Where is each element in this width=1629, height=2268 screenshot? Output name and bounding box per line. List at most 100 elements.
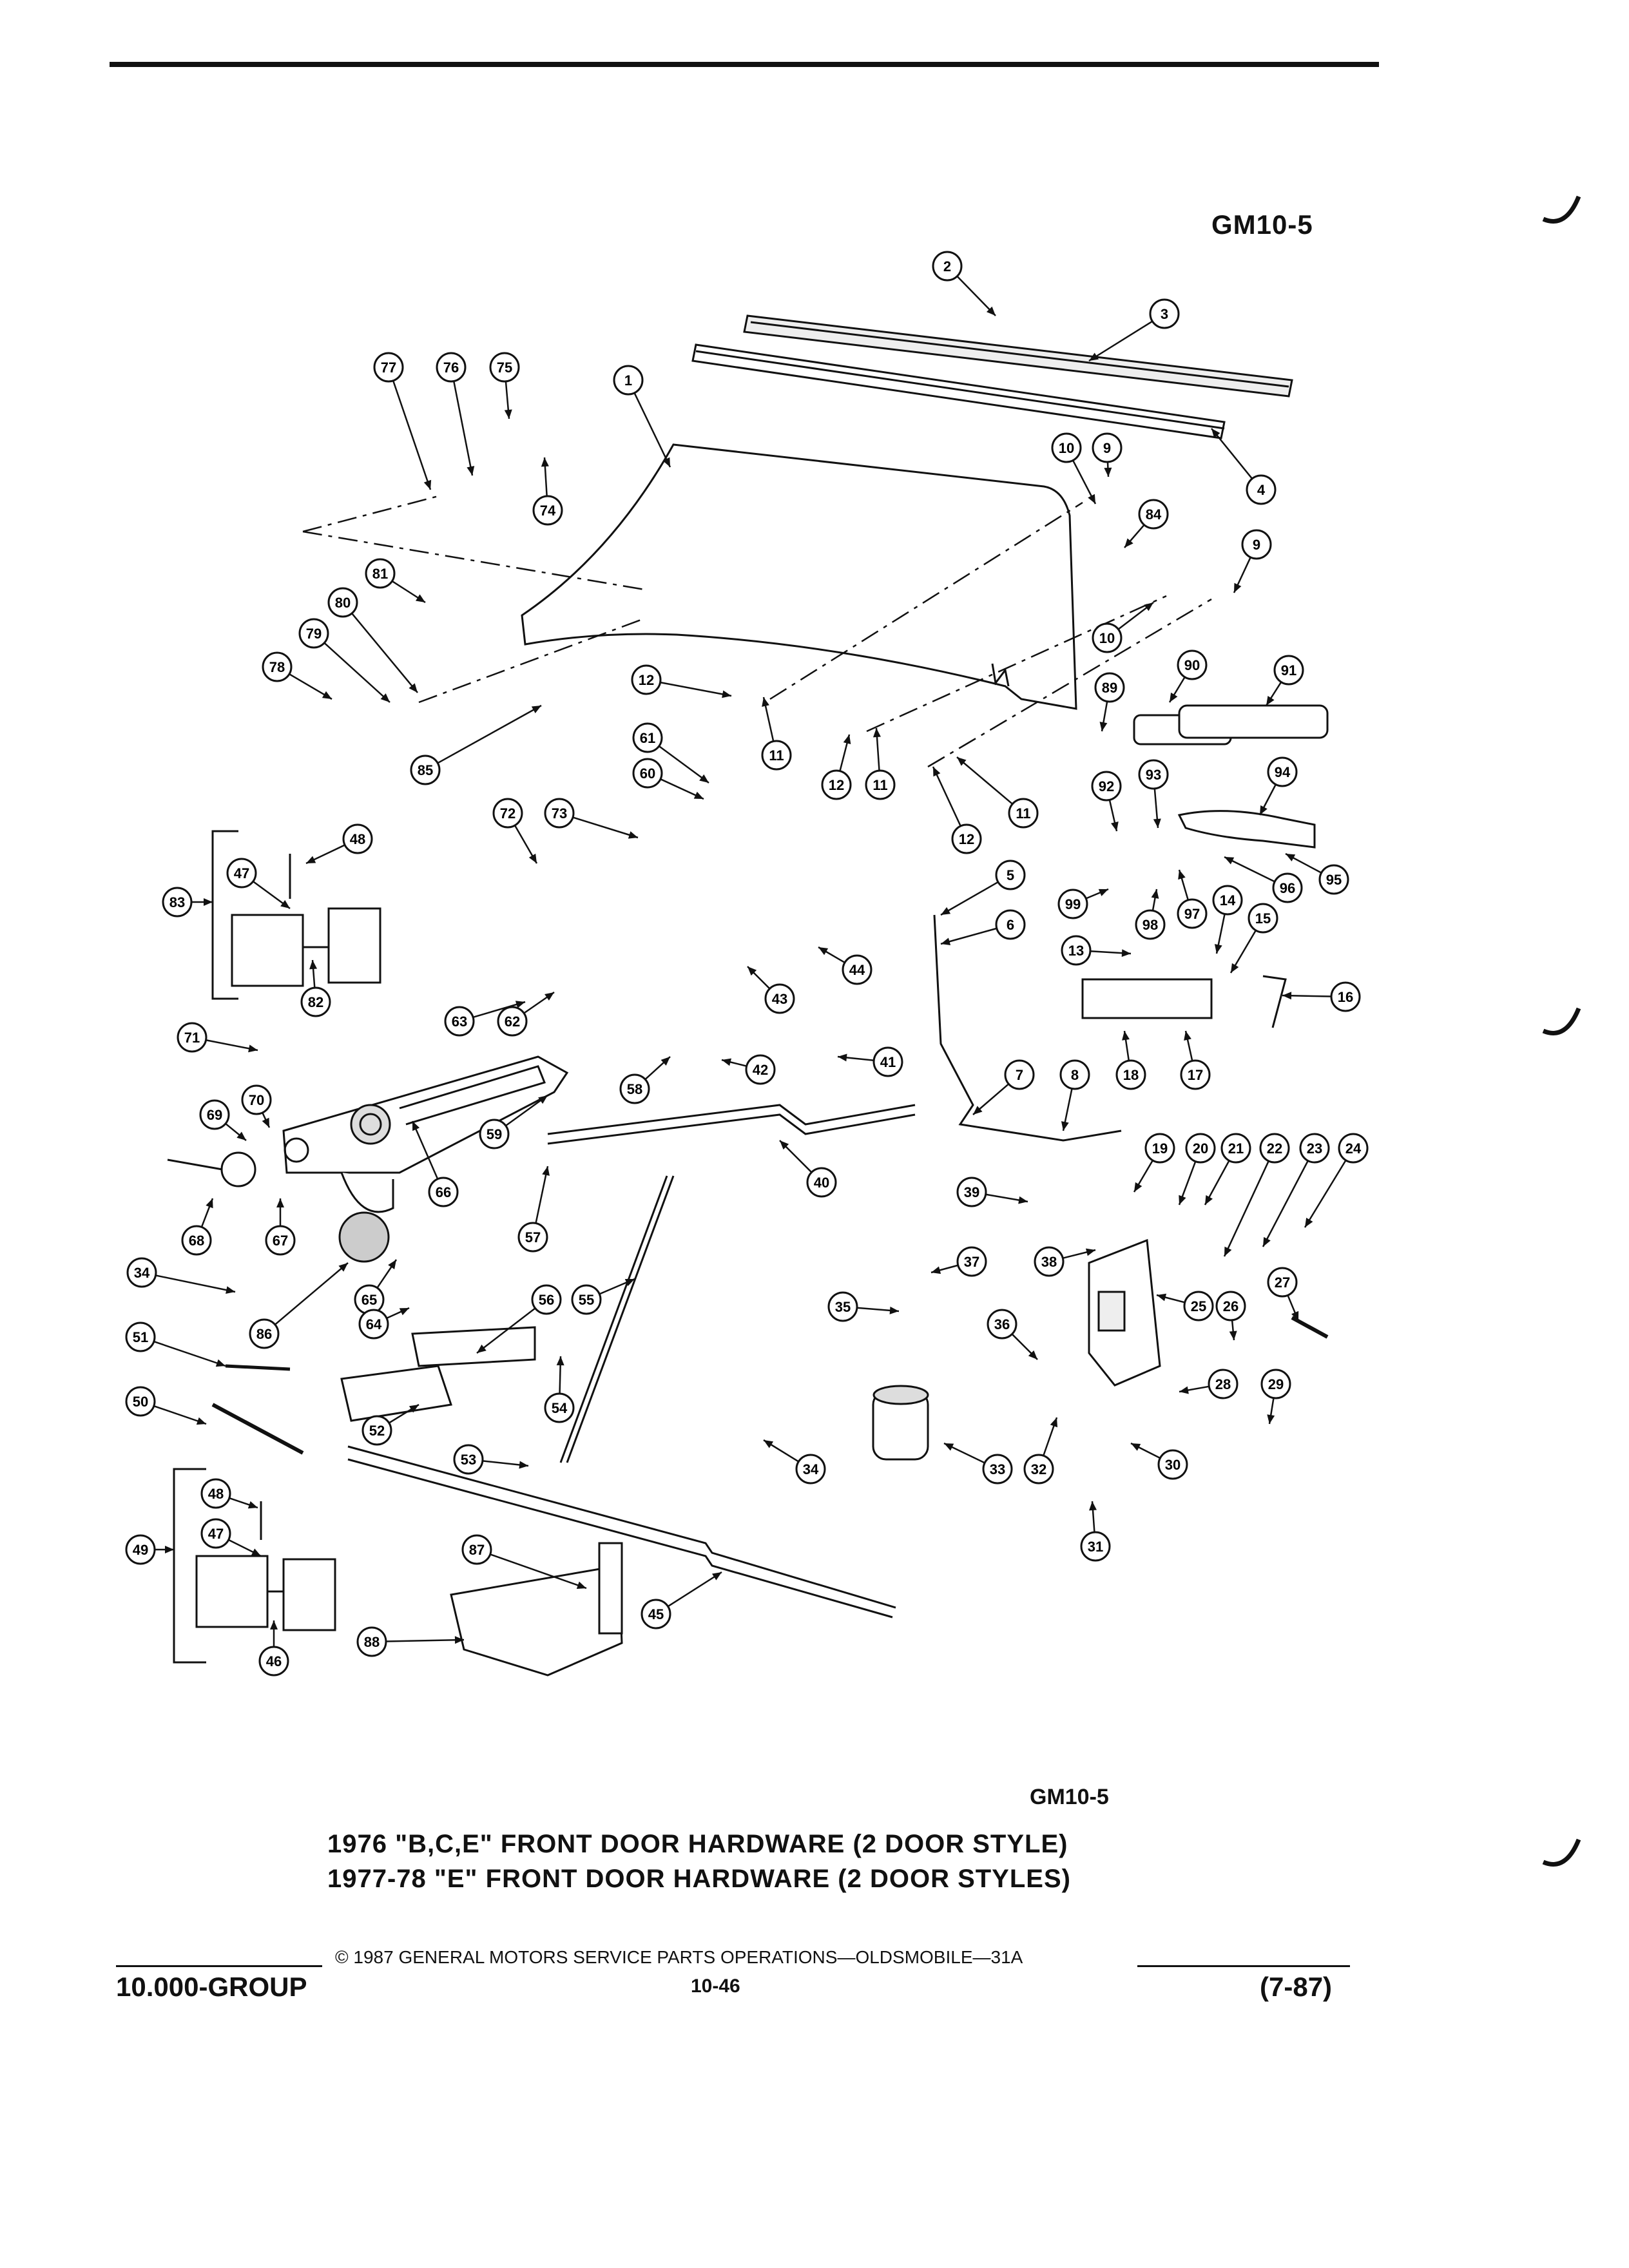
callout-number: 11 xyxy=(872,777,887,793)
callout-arrowhead xyxy=(722,690,731,698)
callout-circle xyxy=(249,1318,280,1349)
callout-22: 22 xyxy=(1223,1133,1290,1257)
callout-81: 81 xyxy=(365,558,426,604)
callout-arrowhead xyxy=(933,767,941,777)
callout-circle xyxy=(517,1222,548,1253)
callout-79: 79 xyxy=(298,618,390,703)
callout-leader-line xyxy=(490,1553,587,1590)
callout-arrowhead xyxy=(1179,1386,1189,1394)
callout-47: 47 xyxy=(226,858,291,910)
callout-51: 51 xyxy=(125,1321,226,1367)
footer-rule-left xyxy=(116,1965,322,1967)
callout-circle xyxy=(1215,1291,1246,1321)
callout-7: 7 xyxy=(972,1059,1035,1115)
callout-circle xyxy=(298,618,329,649)
callout-number: 42 xyxy=(753,1062,768,1078)
callout-circle xyxy=(544,798,575,829)
callout-arrowhead xyxy=(1134,1182,1142,1192)
callout-number: 15 xyxy=(1255,910,1271,927)
callout-11: 11 xyxy=(865,727,896,800)
callout-52: 52 xyxy=(361,1403,419,1446)
callout-number: 39 xyxy=(964,1184,979,1200)
callout-number: 61 xyxy=(640,730,655,746)
callout-leader-line xyxy=(323,642,390,703)
callout-circle xyxy=(619,1073,650,1104)
callout-circle xyxy=(1004,1059,1035,1090)
callout-arrowhead xyxy=(628,831,638,839)
figure-code-bottom: GM10-5 xyxy=(1030,1785,1109,1809)
callout-circle xyxy=(489,352,520,383)
callout-number: 22 xyxy=(1267,1140,1282,1157)
callout-31: 31 xyxy=(1080,1501,1111,1562)
callout-circle xyxy=(632,758,663,789)
callout-circle xyxy=(1212,885,1243,916)
callout-leader-line xyxy=(667,1571,722,1608)
binder-mark-icon xyxy=(1542,1007,1581,1035)
callout-arrowhead xyxy=(556,1356,564,1366)
callout-number: 47 xyxy=(208,1526,224,1542)
callout-circle xyxy=(1061,935,1092,966)
callout-circle xyxy=(492,798,523,829)
callout-arrowhead xyxy=(576,1581,586,1589)
callout-arrowhead xyxy=(838,1053,847,1062)
callout-circle xyxy=(1080,1531,1111,1562)
callout-circle xyxy=(199,1099,230,1130)
callout-63: 63 xyxy=(444,1001,526,1037)
callout-65: 65 xyxy=(354,1259,398,1315)
callout-10: 10 xyxy=(1051,432,1097,505)
callout-number: 44 xyxy=(849,962,865,978)
callout-number: 33 xyxy=(990,1461,1005,1477)
callout-circle xyxy=(1144,1133,1175,1164)
callout-number: 29 xyxy=(1268,1376,1284,1392)
callout-number: 64 xyxy=(366,1316,382,1332)
callout-circle xyxy=(1135,909,1166,940)
callout-number: 84 xyxy=(1146,506,1162,523)
callout-number: 11 xyxy=(769,747,784,764)
lock-rod-part xyxy=(933,914,1122,1142)
callout-82: 82 xyxy=(300,959,331,1017)
callout-leader-line xyxy=(940,927,998,945)
callout-circle xyxy=(932,251,963,282)
callout-arrowhead xyxy=(1089,1501,1097,1511)
callout-32: 32 xyxy=(1023,1417,1058,1485)
callout-number: 69 xyxy=(207,1107,222,1123)
callout-75: 75 xyxy=(489,352,520,419)
callout-26: 26 xyxy=(1215,1291,1246,1341)
callout-arrowhead xyxy=(409,1405,419,1413)
callout-number: 60 xyxy=(640,765,655,782)
callout-circle xyxy=(428,1177,459,1207)
pin-part xyxy=(1291,1316,1329,1339)
callout-arrowhead xyxy=(542,1166,550,1176)
callout-number: 89 xyxy=(1102,680,1117,696)
callout-93: 93 xyxy=(1138,759,1169,829)
callout-circle xyxy=(479,1119,510,1149)
callout-number: 24 xyxy=(1345,1140,1362,1157)
clip-rod-part xyxy=(225,1364,291,1371)
callout-circle xyxy=(1267,1267,1298,1298)
callout-circle xyxy=(571,1284,602,1315)
callout-circle xyxy=(1259,1133,1290,1164)
revision-date: (7-87) xyxy=(1260,1972,1333,2002)
callout-number: 77 xyxy=(381,360,396,376)
callout-18: 18 xyxy=(1115,1030,1146,1090)
callout-circle xyxy=(241,1084,272,1115)
callout-number: 93 xyxy=(1146,767,1161,783)
callout-number: 1 xyxy=(624,372,632,389)
callout-90: 90 xyxy=(1168,649,1208,703)
callout-arrowhead xyxy=(1131,1443,1141,1451)
callout-arrowhead xyxy=(399,1308,409,1316)
callout-arrowhead xyxy=(1018,1196,1028,1204)
callout-number: 94 xyxy=(1275,764,1291,780)
callout-34: 34 xyxy=(763,1439,826,1485)
callout-37: 37 xyxy=(930,1246,987,1277)
callout-number: 4 xyxy=(1257,482,1266,498)
callout-12: 12 xyxy=(631,664,732,698)
callout-58: 58 xyxy=(619,1056,671,1104)
callout-arrowhead xyxy=(309,960,318,970)
callout-arrowhead xyxy=(306,856,316,863)
callout-circle xyxy=(125,1321,156,1352)
callout-number: 72 xyxy=(500,805,516,822)
callout-arrowhead xyxy=(1205,1195,1213,1205)
callout-leader-line xyxy=(411,1120,439,1180)
callout-arrowhead xyxy=(467,466,475,476)
